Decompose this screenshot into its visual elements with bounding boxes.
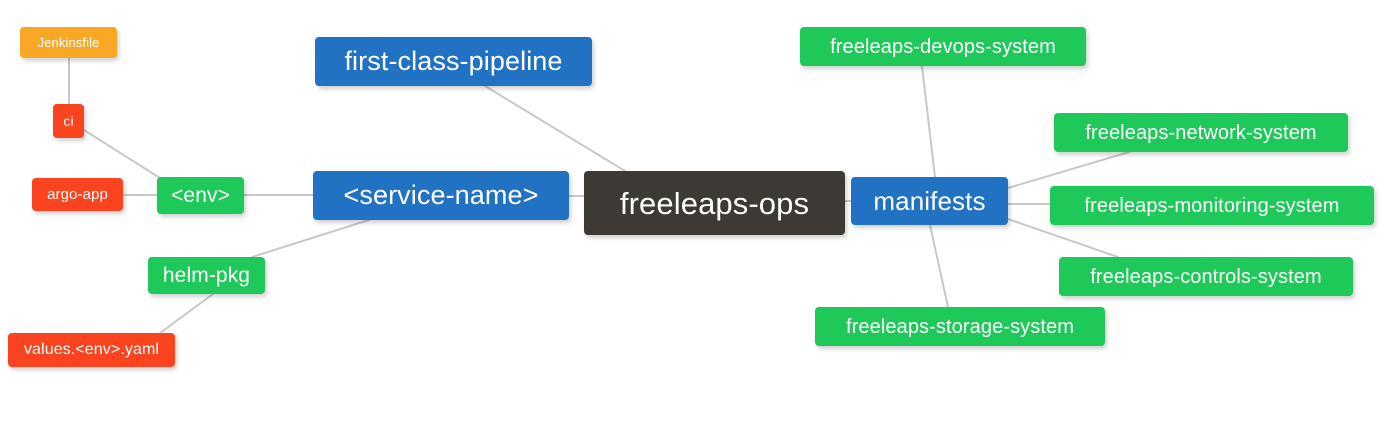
node-first-class-pipeline[interactable]: first-class-pipeline [315,37,592,86]
node-label-freeleaps-storage-system: freeleaps-storage-system [845,315,1075,338]
node-label-env: <env> [171,184,230,207]
edge-first-class-pipeline-to-freeleaps-ops [484,85,626,172]
node-freeleaps-ops[interactable]: freeleaps-ops [584,171,845,235]
node-label-freeleaps-monitoring-system: freeleaps-monitoring-system [1084,194,1340,217]
node-argo-app[interactable]: argo-app [32,178,123,211]
node-label-freeleaps-network-system: freeleaps-network-system [1085,121,1317,144]
edge-ci-to-env [83,129,161,179]
node-jenkinsfile[interactable]: Jenkinsfile [20,27,117,58]
node-label-helm-pkg: helm-pkg [162,264,251,287]
edge-manifests-to-freeleaps-storage-system [929,224,949,308]
node-env[interactable]: <env> [157,177,244,214]
node-freeleaps-monitoring-system[interactable]: freeleaps-monitoring-system [1050,186,1374,225]
node-service-name[interactable]: <service-name> [313,171,569,220]
node-label-freeleaps-ops: freeleaps-ops [619,185,810,221]
node-values-env-yaml[interactable]: values.<env>.yaml [8,333,175,367]
node-label-freeleaps-controls-system: freeleaps-controls-system [1090,265,1322,288]
node-label-first-class-pipeline: first-class-pipeline [344,46,563,76]
node-label-manifests: manifests [873,186,986,216]
node-label-jenkinsfile: Jenkinsfile [37,35,100,50]
node-freeleaps-controls-system[interactable]: freeleaps-controls-system [1059,257,1353,296]
edge-helm-pkg-to-service-name [251,219,370,258]
node-freeleaps-devops-system[interactable]: freeleaps-devops-system [800,27,1086,66]
node-manifests[interactable]: manifests [851,177,1008,225]
edge-manifests-to-freeleaps-network-system [1007,151,1130,189]
node-label-ci: ci [63,113,74,129]
edge-manifests-to-freeleaps-devops-system [921,65,936,178]
edge-values-env-yaml-to-helm-pkg [159,293,214,334]
node-freeleaps-network-system[interactable]: freeleaps-network-system [1054,113,1348,152]
node-label-freeleaps-devops-system: freeleaps-devops-system [830,35,1056,58]
node-helm-pkg[interactable]: helm-pkg [148,257,265,294]
node-freeleaps-storage-system[interactable]: freeleaps-storage-system [815,307,1105,346]
node-label-values-env-yaml: values.<env>.yaml [23,341,160,358]
node-ci[interactable]: ci [53,104,84,138]
node-label-argo-app: argo-app [47,186,108,203]
node-label-service-name: <service-name> [343,180,539,210]
